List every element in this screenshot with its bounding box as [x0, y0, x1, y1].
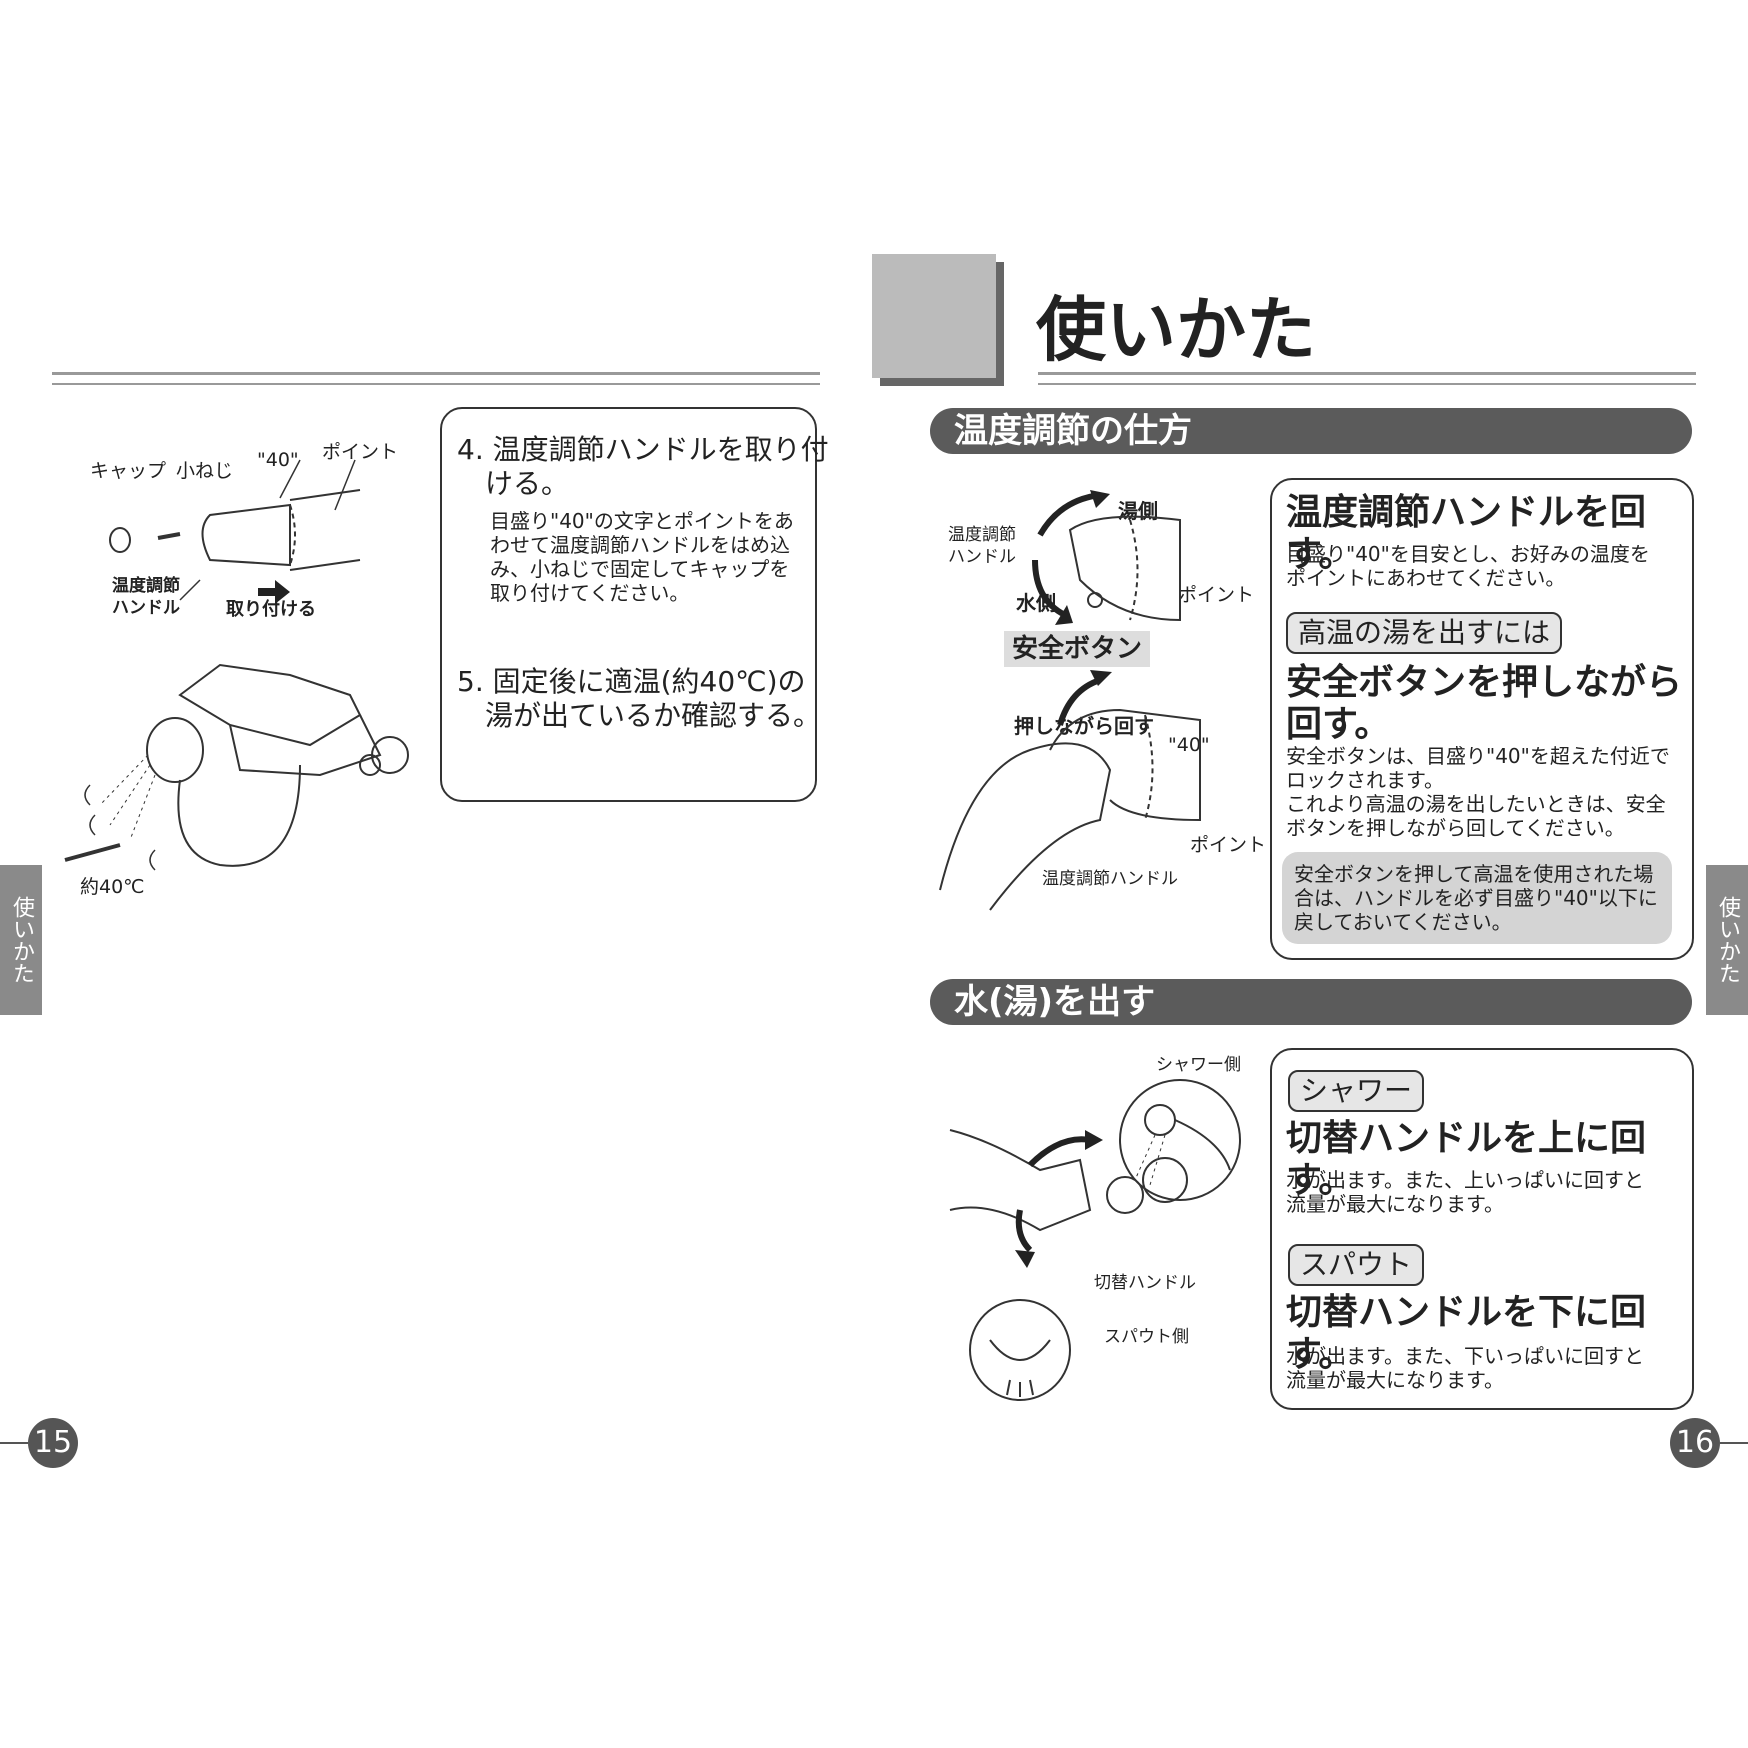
right-header-rule — [1038, 372, 1696, 375]
right-side-tab[interactable]: 使いかた — [1706, 865, 1748, 1015]
temp-text1: 目盛り"40"を目安とし、お好みの温度を ポイントにあわせてください。 — [1286, 542, 1650, 590]
instructions-box: 4. 温度調節ハンドルを取り付 ける。 目盛り"40"の文字とポイントをあ わせ… — [440, 407, 829, 802]
left-header-rule-2 — [52, 383, 820, 385]
spout-text: 水が出ます。また、下いっぱいに回すと 流量が最大になります。 — [1286, 1344, 1644, 1392]
shower-side-label: シャワー側 — [1156, 1055, 1241, 1075]
mark40-label: "40" — [257, 449, 299, 471]
temp-instructions-box: 温度調節ハンドルを回す。 目盛り"40"を目安とし、お好みの温度を ポイントにあ… — [1270, 478, 1694, 960]
left-page-number: 15 — [28, 1418, 78, 1468]
approx40-label: 約40℃ — [80, 876, 145, 898]
right-header-rule-2 — [1038, 383, 1696, 385]
point1-label: ポイント — [1178, 584, 1255, 606]
shower-heading: 切替ハンドルを上に回す。 — [1286, 1118, 1647, 1201]
cap-label: キャップ — [90, 460, 167, 482]
safety-heading: 安全ボタンを押しながら 回す。 — [1286, 662, 1683, 745]
step4-text: 目盛り"40"の文字とポイントをあ わせて温度調節ハンドルをはめ込 み、小ねじで… — [490, 509, 794, 605]
section2-header: 水(湯)を出す — [930, 979, 1692, 1025]
step4-title: 4. 温度調節ハンドルを取り付 ける。 — [457, 433, 829, 500]
shower-text: 水が出ます。また、上いっぱいに回すと 流量が最大になります。 — [1286, 1168, 1644, 1216]
temp-handle-drawing — [939, 490, 1201, 911]
right-page-number: 16 — [1670, 1418, 1720, 1468]
spout-heading: 切替ハンドルを下に回す。 — [1286, 1292, 1647, 1375]
temp-text2: 安全ボタンは、目盛り"40"を超えた付近で ロックされます。 これより高温の湯を… — [1286, 744, 1670, 840]
switch-handle-drawing — [949, 1079, 1241, 1401]
switch-handle-label: 切替ハンドル — [1094, 1273, 1196, 1293]
temp-handle-label-2: 温度調節ハンドル — [1042, 869, 1178, 889]
section1-header: 温度調節の仕方 — [930, 408, 1692, 454]
point2-label: ポイント — [1190, 834, 1267, 856]
push-rotate-label: 押しながら回す — [1014, 714, 1154, 738]
spout-side-label: スパウト側 — [1104, 1327, 1189, 1347]
title-square — [872, 254, 996, 378]
shower-tag: シャワー — [1288, 1070, 1425, 1112]
high-temp-tag: 高温の湯を出すには — [1286, 612, 1563, 654]
safety-button-label: 安全ボタン — [1004, 631, 1151, 667]
screw-label: 小ねじ — [176, 460, 234, 482]
right-page-title: 使いかた — [1036, 289, 1316, 371]
switch-instructions-box: シャワー 切替ハンドルを上に回す。 水が出ます。また、上いっぱいに回すと 流量が… — [1270, 1048, 1694, 1410]
spout-tag: スパウト — [1288, 1244, 1425, 1286]
left-side-tab[interactable]: 使いかた — [0, 865, 42, 1015]
handle-label: 温度調節 ハンドル — [112, 576, 180, 618]
attach-label: 取り付ける — [226, 599, 316, 620]
faucet-shower-drawing — [64, 663, 409, 871]
temp-heading: 温度調節ハンドルを回す。 — [1286, 492, 1647, 575]
handle-parts-drawing — [109, 459, 361, 604]
left-page-line — [0, 1442, 28, 1444]
temp-handle-label: 温度調節 ハンドル — [948, 525, 1016, 567]
safety-note: 安全ボタンを押して高温を使用された場 合は、ハンドルを必ず目盛り"40"以下に … — [1282, 852, 1672, 944]
step5-title: 5. 固定後に適温(約40℃)の 湯が出ているか確認する。 — [457, 665, 822, 732]
left-header-rule — [52, 372, 820, 375]
right-page-line — [1720, 1442, 1748, 1444]
point-label: ポイント — [322, 441, 399, 463]
